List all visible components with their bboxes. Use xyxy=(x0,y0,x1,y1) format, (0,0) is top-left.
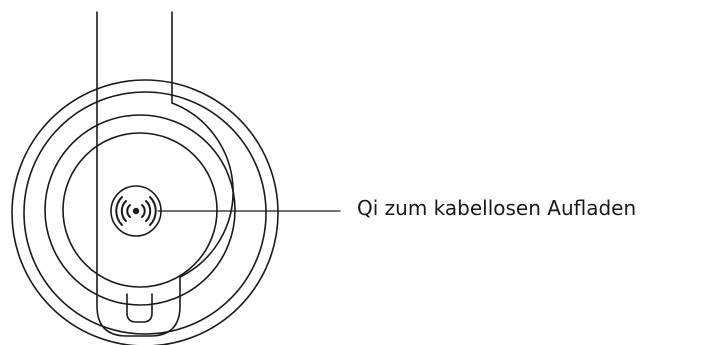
earcup-cover-outer xyxy=(44,114,236,306)
ear-cushion-outer xyxy=(11,79,279,345)
wireless-charging-icon xyxy=(115,196,157,226)
earcup-cover-inner xyxy=(62,132,218,288)
cable-port xyxy=(126,293,153,323)
earcup-body xyxy=(96,102,234,337)
callout-label: Qi zum kabellosen Aufladen xyxy=(357,196,637,220)
ear-cushion-inner xyxy=(23,91,267,335)
headband xyxy=(96,11,173,127)
